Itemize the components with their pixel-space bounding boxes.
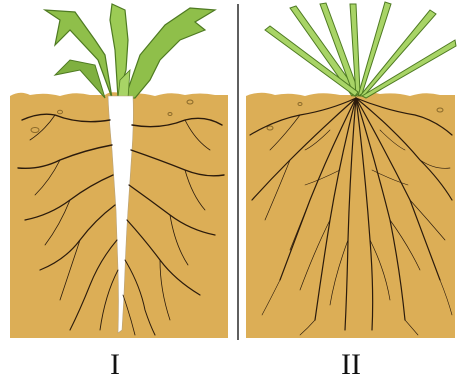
panel-label-fibrous: II xyxy=(341,350,361,380)
panel-fibrous xyxy=(246,2,456,338)
leaves-left xyxy=(45,4,215,98)
panel-label-taproot: I xyxy=(110,350,120,380)
panel-taproot xyxy=(10,4,228,338)
grass-blades xyxy=(265,2,456,98)
